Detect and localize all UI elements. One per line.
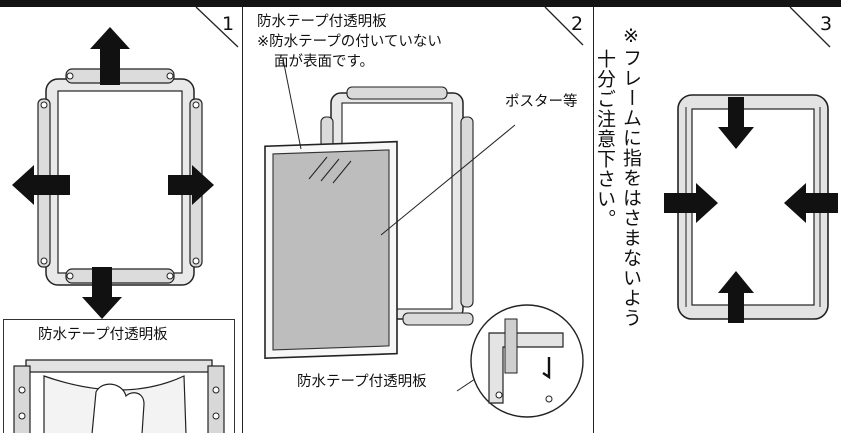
- label-top-line3: 面が表面です。: [274, 54, 375, 70]
- top-bar: [0, 0, 841, 7]
- transparent-plate-inset: 防水テープ付透明板: [3, 319, 235, 433]
- label-top-line1: 防水テープ付透明板: [257, 14, 387, 30]
- insert-poster-illustration: [264, 7, 584, 418]
- step-2-panel: 2 防水テープ付透明板 ※防水テープの付いていない 面が表面です。 ポスター等 …: [243, 7, 594, 433]
- step-number: 3: [820, 13, 833, 35]
- note-mark: ※: [620, 25, 642, 48]
- label-top-line2: ※防水テープの付いていない: [257, 34, 442, 50]
- step-number: 2: [571, 13, 584, 35]
- peeling-plate-illustration: [13, 359, 225, 433]
- warning-note: ※フレームに指をはさまないよう: [618, 25, 644, 328]
- note-line2: 十分ご注意下さい。: [594, 49, 616, 229]
- step-3-panel: 3 ※フレームに指をはさまないよう 十分ご注意下さい。: [594, 7, 841, 433]
- open-frame-illustration: [12, 7, 239, 319]
- hand-icon: [91, 383, 145, 433]
- detail-magnifier: [470, 304, 584, 418]
- label-bottom: 防水テープ付透明板: [297, 374, 427, 390]
- note-line1: フレームに指をはさまないよう: [620, 48, 642, 328]
- step-number: 1: [222, 13, 235, 35]
- close-frame-illustration: [664, 7, 838, 323]
- inset-label: 防水テープ付透明板: [38, 327, 168, 343]
- step-1-panel: 1 防水テープ付透明板: [0, 7, 243, 433]
- label-poster: ポスター等: [505, 94, 578, 110]
